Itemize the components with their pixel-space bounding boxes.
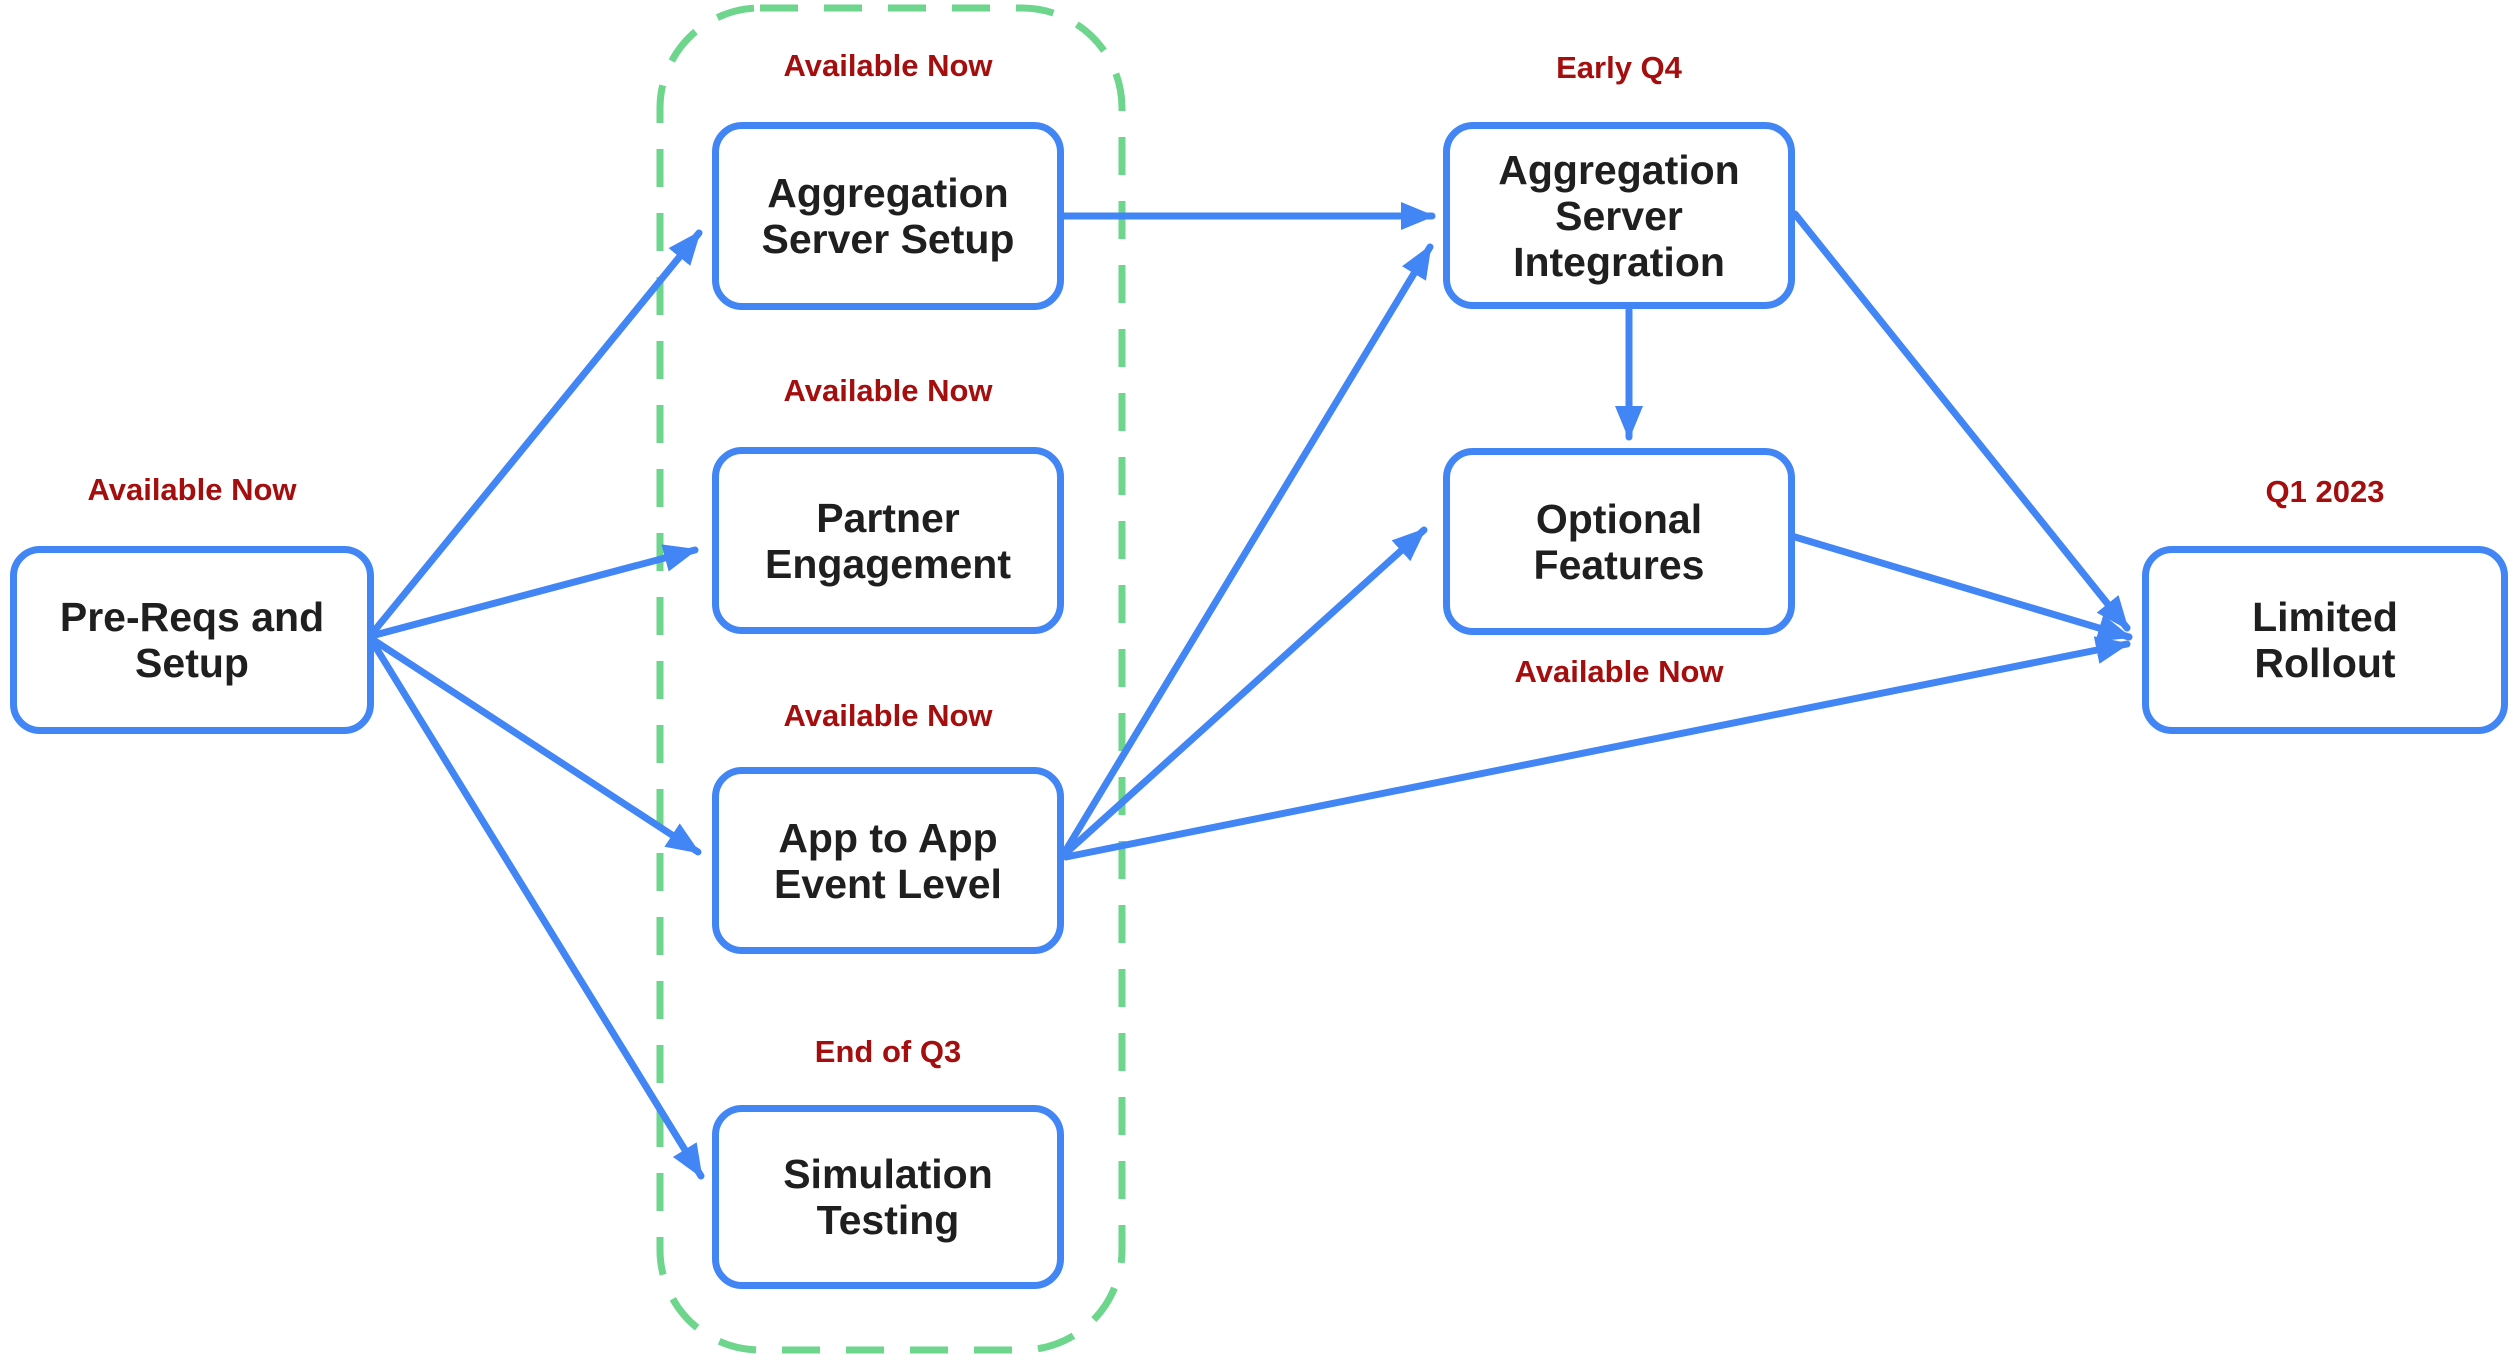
edge-aggregation-server-integration-to-limited-rollout [1791, 210, 2131, 632]
node-optional-features: Optional Features [1443, 448, 1795, 635]
node-pre-reqs-and-setup: Pre-Reqs and Setup [10, 546, 374, 734]
status-label-simulation-testing: End of Q3 [814, 1034, 962, 1069]
status-label-partner-engagement: Available Now [783, 373, 993, 408]
node-limited-rollout: Limited Rollout [2142, 546, 2508, 734]
node-label-limited-rollout: Limited Rollout [2252, 594, 2398, 686]
edge-app-to-app-to-aggregation-server-integration [1062, 243, 1434, 854]
node-simulation-testing: Simulation Testing [712, 1105, 1064, 1289]
node-label-pre-reqs-and-setup: Pre-Reqs and Setup [59, 594, 325, 686]
status-label-aggregation-server-setup: Available Now [783, 48, 993, 83]
node-label-optional-features: Optional Features [1533, 495, 1705, 588]
node-label-partner-engagement: Partner Engagement [764, 494, 1012, 587]
node-aggregation-server-integration: Aggregation Server Integration [1443, 122, 1795, 309]
edge-app-to-app-to-limited-rollout [1062, 636, 2131, 861]
node-aggregation-server-setup: Aggregation Server Setup [712, 122, 1064, 310]
available-now-group-outline [656, 4, 1126, 1354]
edge-pre-reqs-to-simulation-testing [371, 642, 705, 1180]
edge-pre-reqs-to-app-to-app-event-level [371, 637, 702, 856]
status-label-app-to-app: Available Now [783, 698, 993, 733]
node-label-aggregation-server-integration: Aggregation Server Integration [1498, 146, 1740, 285]
node-partner-engagement: Partner Engagement [712, 447, 1064, 634]
node-label-simulation-testing: Simulation Testing [783, 1151, 993, 1243]
status-label-limited-rollout: Q1 2023 [2265, 474, 2385, 509]
node-label-aggregation-server-setup: Aggregation Server Setup [761, 170, 1015, 262]
edge-pre-reqs-to-partner-engagement [371, 544, 699, 639]
edge-pre-reqs-to-aggregation-server-setup [371, 229, 703, 634]
node-app-to-app-event-level: App to App Event Level [712, 767, 1064, 954]
status-label-pre-reqs: Available Now [87, 472, 297, 507]
edge-optional-features-to-limited-rollout [1791, 533, 2133, 642]
node-label-app-to-app-event-level: App to App Event Level [774, 814, 1002, 907]
edge-app-to-app-to-optional-features [1062, 526, 1428, 857]
status-label-optional-features: Available Now [1514, 654, 1724, 689]
status-label-aggregation-server-integration: Early Q4 [1556, 50, 1682, 85]
